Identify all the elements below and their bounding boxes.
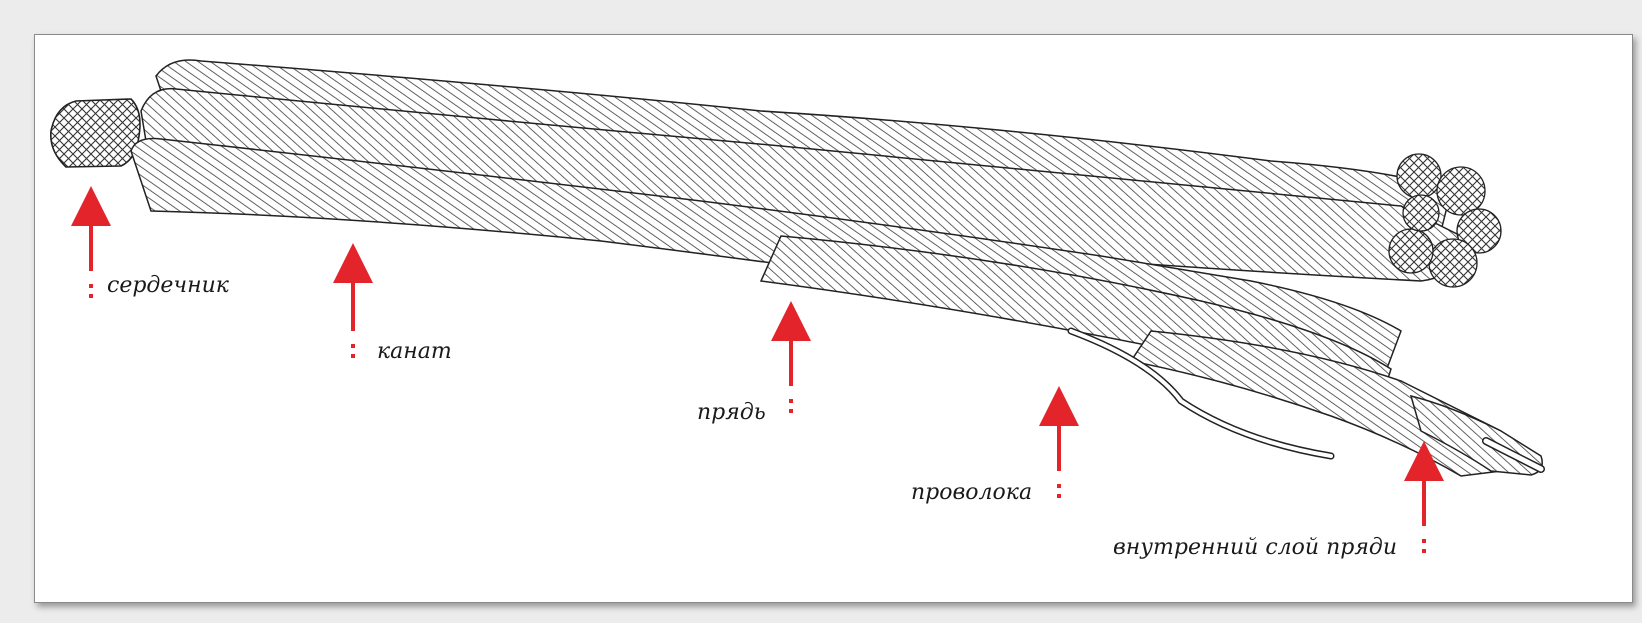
- label-inner-layer: внутренний слой пряди: [1113, 535, 1398, 560]
- rope-core: [49, 98, 141, 168]
- wire-rope-illustration: [49, 59, 1545, 556]
- label-rope: канат: [377, 339, 452, 364]
- rope-body: [130, 59, 1545, 477]
- label-strand: прядь: [697, 400, 766, 425]
- label-core: сердечник: [107, 273, 229, 298]
- label-wire: проволока: [911, 480, 1033, 505]
- diagram-panel: сердечник канат прядь проволока внутренн…: [34, 34, 1633, 603]
- rope-end-section: [1388, 153, 1502, 288]
